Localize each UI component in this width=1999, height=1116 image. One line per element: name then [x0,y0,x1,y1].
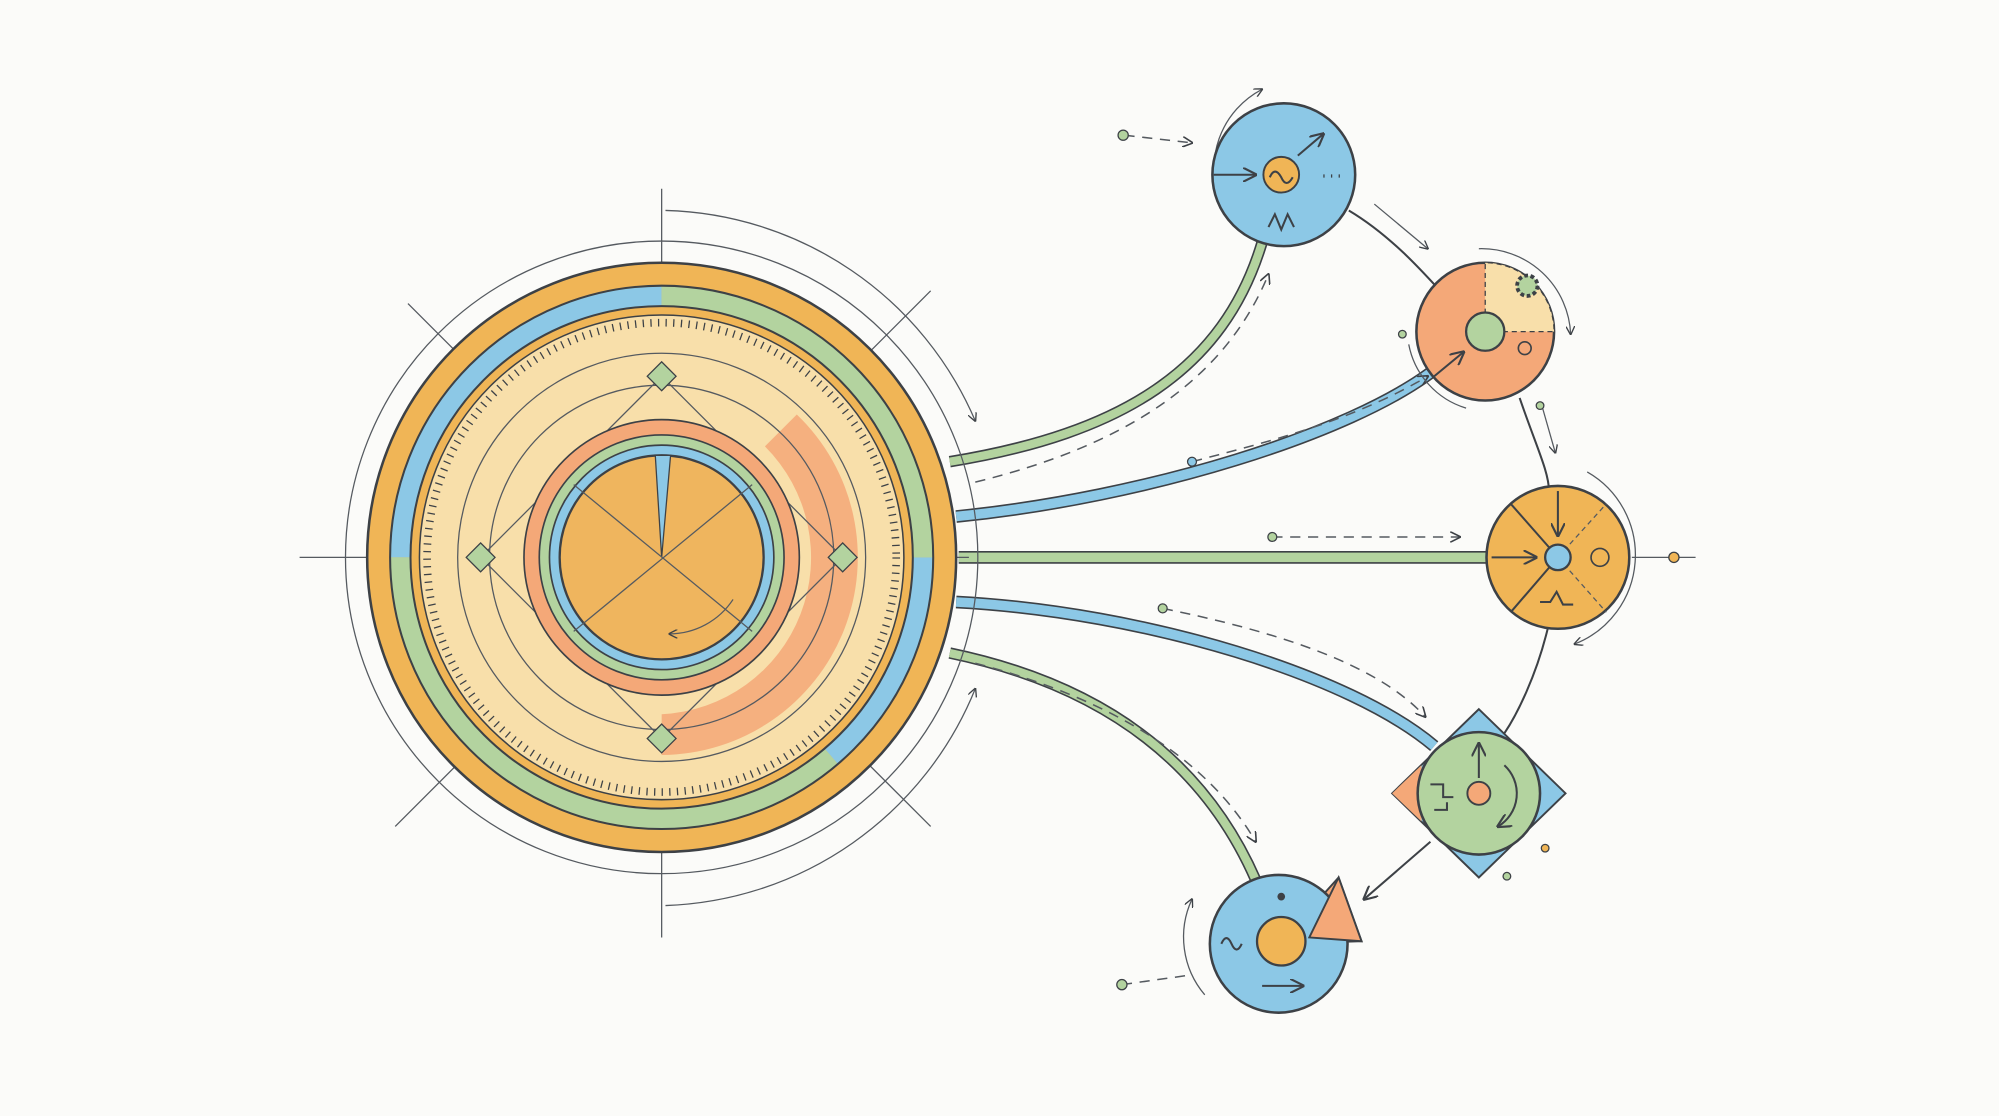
main-dial [299,188,979,938]
diamond-peach-corner [1392,765,1422,822]
quadrant-cream [1484,262,1555,333]
peach-sector [661,414,858,756]
node-blue-bottom[interactable] [1182,873,1363,1014]
diamond-marker [827,542,859,573]
arrow-icon [1498,764,1518,826]
node-dot [1535,401,1545,411]
bug-icon [1590,547,1610,568]
orbit-arrow [1478,248,1571,334]
pulse-wave-icon [1267,211,1295,233]
dashed-arrow [1191,376,1428,463]
tick-ring [423,318,901,796]
node-dot [1397,329,1407,339]
connector-green-bottom-fill [948,648,1260,882]
node-dot [1267,531,1278,543]
node-dot [1277,892,1286,901]
sine-wave-icon [1220,937,1243,951]
node-blue-top[interactable] [1211,89,1357,248]
connector-green-top-fill [949,241,1267,466]
core-spoke [573,484,753,632]
node-dot [1540,843,1550,853]
connector-green-top [948,240,1268,468]
orbit-arrow [665,689,975,907]
core-pointer [654,454,672,558]
node-dot [1668,551,1680,564]
dashed-arrow [1162,607,1426,716]
orbit-arc [1408,344,1467,409]
center-dot [1466,780,1492,806]
arrow-icon [1297,134,1323,157]
guide-circle [457,352,867,763]
blue-ring-segment [390,285,662,558]
connector-blue-lower-fill [955,597,1438,750]
center-dot [1255,915,1307,967]
connectors [948,129,1696,991]
node-dot [1502,871,1512,881]
node-dot [1116,978,1128,991]
node-dot [1117,129,1129,141]
circuit-icon [1430,783,1454,811]
gear-icon [1515,273,1540,298]
wedge-peach [1307,875,1363,943]
core-arrow [669,599,734,633]
orbit-arrow [665,209,975,420]
flow-arrow [1518,397,1550,492]
node-orange[interactable] [1408,248,1571,409]
ring-outline [389,284,935,831]
node-dot [1186,456,1198,467]
green-ring-segment [390,557,838,830]
center-dot [1543,543,1572,572]
node-amber[interactable] [1485,471,1636,644]
pulse-wave-icon [1540,589,1574,606]
outer-orbit [344,240,979,875]
orbit-arrow [1574,471,1636,644]
flow-arrow [1503,628,1549,734]
center-dot [1464,311,1506,352]
dashed-arrow [975,662,1255,842]
node-green[interactable] [1390,707,1567,879]
connector-green-bottom [948,647,1262,883]
ring-outline [409,305,914,810]
diamond-marker [646,360,677,392]
sine-wave-icon [1262,155,1301,194]
sine-wave-glyph [1268,170,1294,185]
sun-icon [1517,340,1532,356]
flow-arrow [1373,203,1428,249]
flow-arrow [1364,841,1432,899]
dashed-arrow [975,274,1268,483]
connector-blue-upper-fill [955,366,1438,522]
node-dot [1157,603,1168,614]
diamond-marker [465,542,496,573]
diamond-marker [646,723,677,754]
dashed-arrow [1121,974,1186,986]
orbit-arrow [1182,899,1206,996]
dashed-arrow [1124,134,1192,143]
green-ring-segment [661,285,934,558]
flow-arrow [1541,407,1556,453]
blue-ring-segment [824,557,934,765]
arrow-icon [1433,352,1463,378]
